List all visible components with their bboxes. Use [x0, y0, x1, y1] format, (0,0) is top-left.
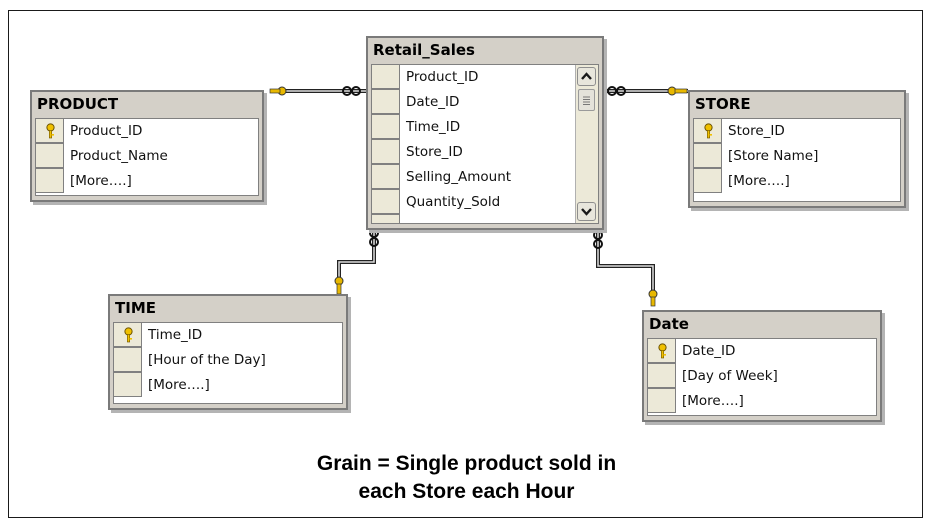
chevron-down-icon [581, 208, 592, 216]
scroll-thumb[interactable] [578, 89, 595, 111]
row-selector[interactable] [648, 339, 676, 363]
column-name: Product_ID [70, 123, 143, 139]
table-title: Date [649, 315, 689, 333]
row-selector[interactable] [372, 65, 400, 89]
column-name: [Hour of the Day] [148, 352, 266, 368]
row-selector[interactable] [694, 119, 722, 143]
row-selector[interactable] [114, 323, 142, 347]
row-selector[interactable] [36, 119, 64, 143]
table-row[interactable]: [More….] [694, 168, 900, 194]
column-name: [Day of Week] [682, 368, 778, 384]
table-rows: Store_ID [Store Name] [More….] [693, 118, 901, 202]
chevron-up-icon [581, 72, 592, 80]
column-name: Time_ID [148, 327, 203, 343]
infinity-end-icon [593, 230, 603, 249]
key-end-icon [667, 86, 688, 96]
row-selector[interactable] [372, 114, 400, 139]
key-end-icon [648, 289, 658, 307]
column-name: Date_ID [406, 94, 460, 110]
diagram-frame [8, 10, 923, 518]
table-date[interactable]: Date Date_ID [Day of Week] [More….] [642, 310, 882, 422]
table-row[interactable]: [Day of Week] [648, 363, 876, 389]
table-title: STORE [695, 95, 751, 113]
row-selector[interactable] [36, 168, 64, 193]
column-name: Store_ID [406, 144, 463, 160]
table-store[interactable]: STORE Store_ID [Store Name] [More….] [688, 90, 906, 208]
table-row[interactable]: [More….] [114, 372, 342, 398]
row-selector[interactable] [372, 164, 400, 189]
table-rows: Product_ID Date_ID Time_ID Store_ID Sell… [371, 64, 599, 224]
table-title: PRODUCT [37, 95, 119, 113]
table-time[interactable]: TIME Time_ID [Hour of the Day] [More….] [108, 294, 348, 410]
table-row[interactable] [372, 214, 598, 223]
grain-caption-line-2: each Store each Hour [358, 480, 575, 503]
column-name: [More….] [728, 173, 790, 189]
key-end-icon [334, 276, 344, 295]
row-selector[interactable] [372, 139, 400, 164]
table-row[interactable]: Store_ID [694, 119, 900, 144]
table-retail-sales[interactable]: Retail_Sales Product_ID Date_ID Time_ID … [366, 36, 604, 230]
relationship-sales-date [593, 230, 658, 307]
scroll-up-button[interactable] [577, 67, 596, 86]
table-title: Retail_Sales [373, 41, 475, 59]
table-row[interactable]: [Store Name] [694, 143, 900, 169]
grip-icon [583, 96, 590, 105]
table-row[interactable]: Quantity_Sold [372, 189, 598, 215]
relationship-product-sales [269, 86, 366, 96]
column-name: Store_ID [728, 123, 785, 139]
scroll-down-button[interactable] [577, 202, 596, 221]
column-name: [More….] [148, 377, 210, 393]
table-row[interactable]: Date_ID [648, 339, 876, 364]
key-end-icon [269, 86, 287, 96]
table-title: TIME [115, 299, 156, 317]
table-rows: Product_ID Product_Name [More….] [35, 118, 259, 196]
row-selector[interactable] [648, 363, 676, 388]
row-selector[interactable] [114, 347, 142, 372]
table-rows: Date_ID [Day of Week] [More….] [647, 338, 877, 416]
table-row[interactable]: Product_ID [372, 65, 598, 90]
table-row[interactable]: [More….] [648, 388, 876, 414]
table-row[interactable]: [Hour of the Day] [114, 347, 342, 373]
table-row[interactable]: Store_ID [372, 139, 598, 165]
column-name: Quantity_Sold [406, 194, 501, 210]
infinity-end-icon [607, 86, 626, 96]
key-icon [124, 327, 133, 343]
table-row[interactable]: Selling_Amount [372, 164, 598, 190]
row-selector[interactable] [694, 168, 722, 193]
column-name: [More….] [70, 173, 132, 189]
key-icon [704, 123, 713, 139]
column-name: Date_ID [682, 343, 736, 359]
relationship-sales-time [334, 228, 379, 295]
table-row[interactable]: Product_Name [36, 143, 258, 169]
table-rows: Time_ID [Hour of the Day] [More….] [113, 322, 343, 404]
row-selector[interactable] [694, 143, 722, 168]
table-row[interactable]: [More….] [36, 168, 258, 194]
table-row[interactable]: Product_ID [36, 119, 258, 144]
column-name: [More….] [682, 393, 744, 409]
column-name: [Store Name] [728, 148, 819, 164]
row-selector[interactable] [36, 143, 64, 168]
table-row[interactable]: Time_ID [114, 323, 342, 348]
row-selector[interactable] [114, 372, 142, 397]
column-name: Time_ID [406, 119, 461, 135]
table-row[interactable]: Date_ID [372, 89, 598, 115]
row-selector[interactable] [372, 189, 400, 214]
infinity-end-icon [342, 86, 361, 96]
relationship-sales-store [604, 86, 688, 96]
column-name: Product_Name [70, 148, 168, 164]
row-selector[interactable] [372, 89, 400, 114]
grain-caption-line-1: Grain = Single product sold in [316, 452, 617, 475]
vertical-scrollbar[interactable] [575, 65, 598, 223]
table-product[interactable]: PRODUCT Product_ID Product_Name [More….] [30, 90, 264, 202]
row-selector[interactable] [648, 388, 676, 413]
key-icon [46, 123, 55, 139]
key-icon [658, 343, 667, 359]
column-name: Product_ID [406, 69, 479, 85]
table-row[interactable]: Time_ID [372, 114, 598, 140]
row-selector[interactable] [372, 214, 400, 223]
column-name: Selling_Amount [406, 169, 512, 185]
